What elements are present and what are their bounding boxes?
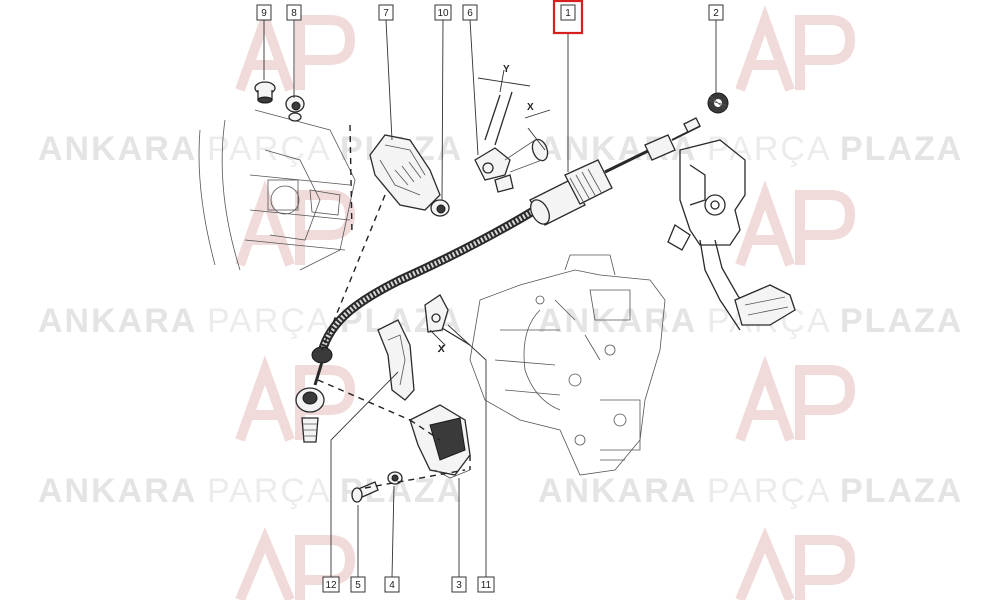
svg-text:PARÇA: PARÇA (207, 472, 332, 510)
svg-text:10: 10 (437, 8, 449, 19)
svg-text:9: 9 (261, 8, 267, 19)
dim-label-y: Y (503, 64, 510, 75)
dimension-xy-top: Y X (477, 64, 551, 151)
cable-adjuster (529, 159, 613, 226)
part-2-nut (707, 92, 729, 114)
part-7-bracket (369, 134, 450, 217)
part-11-fork: X (424, 294, 471, 355)
svg-text:7: 7 (383, 8, 389, 19)
callout-1-highlight (552, 0, 584, 35)
callout-11[interactable]: 11 (477, 576, 495, 593)
callout-7[interactable]: 7 (378, 4, 394, 21)
part-8-bushing (285, 95, 305, 122)
clutch-housing-left (198, 109, 356, 271)
callout-5[interactable]: 5 (350, 576, 366, 593)
part-6-linkage (474, 91, 549, 193)
svg-text:3: 3 (456, 580, 462, 591)
svg-text:PLAZA: PLAZA (840, 472, 963, 510)
svg-text:PARÇA: PARÇA (207, 302, 332, 340)
svg-text:ANKARA: ANKARA (538, 472, 697, 510)
cable-lower-end (295, 387, 325, 443)
svg-text:PARÇA: PARÇA (707, 472, 832, 510)
svg-text:PLAZA: PLAZA (840, 302, 963, 340)
part-12-lever (377, 319, 415, 401)
callout-2[interactable]: 2 (708, 4, 724, 21)
clutch-cable (311, 117, 701, 386)
part-5-bolt (351, 481, 379, 503)
svg-text:12: 12 (325, 580, 337, 591)
dim-label-x-top: X (527, 102, 534, 113)
svg-text:PARÇA: PARÇA (207, 130, 332, 168)
svg-text:ANKARA: ANKARA (538, 302, 697, 340)
svg-text:PLAZA: PLAZA (840, 130, 963, 168)
svg-text:1: 1 (565, 8, 571, 19)
assembly-dashed-lines (317, 124, 471, 489)
svg-text:11: 11 (481, 580, 492, 591)
svg-text:8: 8 (291, 8, 297, 19)
svg-text:5: 5 (355, 580, 361, 591)
callout-1[interactable]: 1 (560, 4, 576, 21)
svg-text:PARÇA: PARÇA (707, 130, 832, 168)
clutch-pedal-assembly (667, 139, 796, 331)
part-4-washer (387, 471, 403, 485)
callout-4[interactable]: 4 (384, 576, 400, 593)
svg-text:6: 6 (467, 8, 473, 19)
callout-12[interactable]: 12 (322, 576, 340, 593)
part-9-screw (254, 81, 276, 104)
watermark-logo (235, 5, 856, 600)
svg-text:4: 4 (389, 580, 395, 591)
callout-10[interactable]: 10 (434, 4, 452, 21)
watermark-row-2: ANKARA PARÇA PLAZA ANKARA PARÇA PLAZA (38, 302, 963, 340)
watermark: ANKARA PARÇA PLAZA ANKARA PARÇA PLAZA AN… (38, 5, 963, 600)
callout-8[interactable]: 8 (286, 4, 302, 21)
svg-text:ANKARA: ANKARA (38, 472, 197, 510)
leader-lines (263, 19, 717, 578)
dim-label-x-mid: X (438, 344, 445, 355)
svg-text:2: 2 (713, 8, 719, 19)
watermark-row-3: ANKARA PARÇA PLAZA ANKARA PARÇA PLAZA (38, 472, 963, 510)
callout-3[interactable]: 3 (451, 576, 467, 593)
gearbox-body (469, 254, 666, 476)
part-3-shield (409, 404, 471, 479)
svg-text:ANKARA: ANKARA (38, 302, 197, 340)
svg-text:ANKARA: ANKARA (38, 130, 197, 168)
callout-9[interactable]: 9 (256, 4, 272, 21)
callout-6[interactable]: 6 (462, 4, 478, 21)
